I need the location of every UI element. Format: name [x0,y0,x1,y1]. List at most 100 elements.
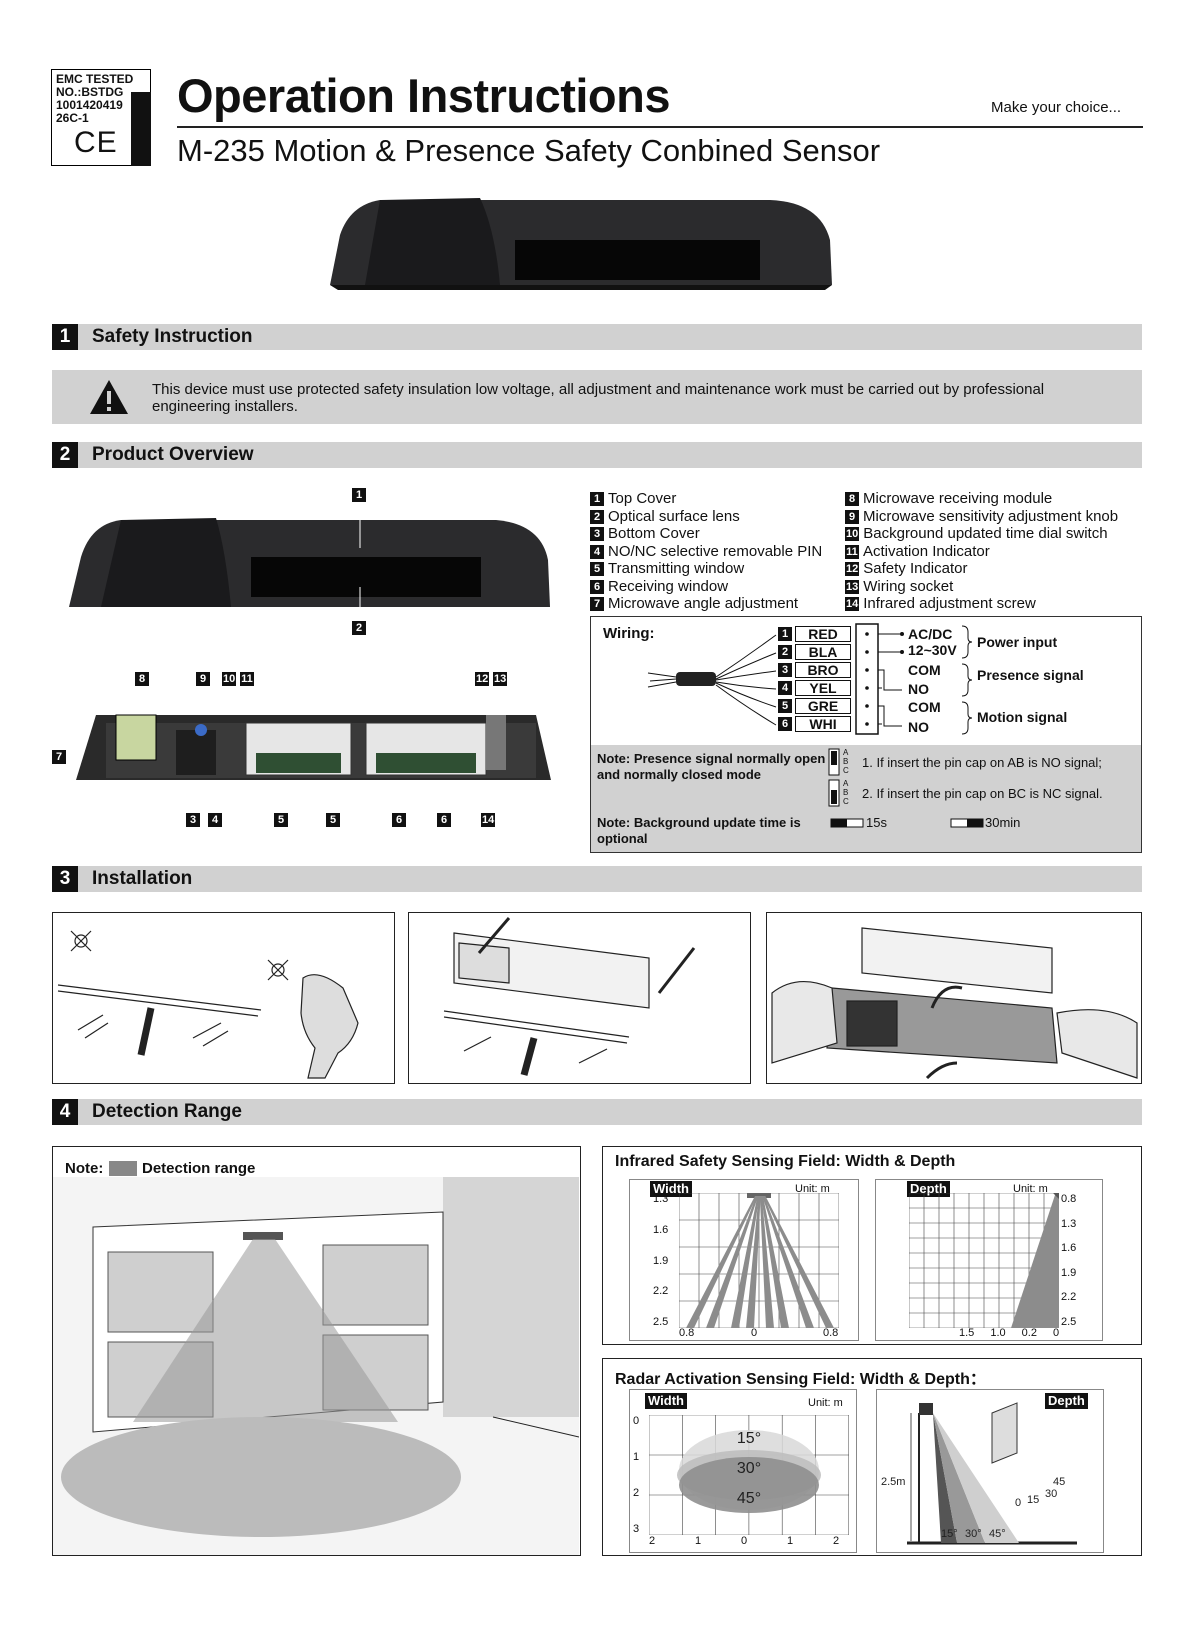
ir-beam [759,1196,774,1328]
wire-number: 1 [778,627,792,641]
screw-board-illustration [443,917,696,1076]
attach-cover-illustration [771,927,1138,1080]
angle-label: 45° [737,1490,761,1507]
tick-label: 1.3 [653,1193,669,1205]
wire-color: YEL [795,680,851,696]
wire-number: 5 [778,699,792,713]
ir-beam [686,1196,757,1328]
pin-note-1: 1. If insert the pin cap on AB is NO sig… [862,755,1102,770]
wire-color: BRO [795,662,851,678]
sensor-mark [1053,1193,1059,1199]
angle-label: 30° [737,1460,761,1477]
section-number: 1 [52,324,78,350]
radar-width-label: Width [645,1393,687,1409]
switch-30min-icon [950,818,984,828]
page-title: Operation Instructions [177,69,671,122]
terminal-block [855,623,904,735]
pin-bc-icon [828,779,840,807]
pin-ab-icon [828,748,840,776]
ir-width-unit: Unit: m [795,1183,830,1195]
height-label: 2.5m [881,1476,905,1488]
ir-title: Infrared Safety Sensing Field: Width & D… [615,1153,956,1170]
tick-label: 0 [741,1535,748,1547]
pin-note-2: 2. If insert the pin cap on BC is NC sig… [862,786,1103,801]
wire-color: RED [795,626,851,642]
terminal-label: NO [908,719,929,735]
radar-sensing-panel: Radar Activation Sensing Field: Width & … [602,1358,1142,1556]
section-overview-header: 2 Product Overview [52,442,1142,468]
angle-label: 30 [1045,1488,1057,1500]
tick-label: 3 [633,1523,640,1535]
background-note: Note: Background update time is optional [597,815,801,846]
angle-label: 15° [737,1430,761,1447]
angle-label: 15° [941,1528,958,1540]
ir-beam [763,1196,834,1328]
tick-label: 0 [751,1327,758,1339]
tick-label: 0.8 [1061,1193,1077,1205]
safety-text: This device must use protected safety in… [152,381,1045,415]
wire-number: 3 [778,663,792,677]
angle-label: 0 [1015,1497,1021,1509]
drill-illustration [57,930,359,1079]
product-overview-image [69,518,550,612]
install-step-1 [52,912,395,1084]
section-installation-header: 3 Installation [52,866,1142,892]
section-title: Detection Range [92,1101,242,1122]
radar-depth-frame [876,1389,1104,1553]
ir-depth-field [1011,1195,1059,1328]
tick-label: 1 [633,1451,640,1463]
tick-label: 1 [695,1535,702,1547]
tick-label: 1.0 [990,1327,1006,1339]
section-number: 3 [52,866,78,892]
wire-color: WHI [795,716,851,732]
warning-triangle-icon [90,380,128,414]
badge-line: NO.:BSTDG [56,85,124,99]
ir-width-frame [629,1179,859,1341]
callout-4: 4 [208,813,222,827]
radar-depth-label: Depth [1045,1393,1088,1409]
cable-drawing [647,634,777,726]
tick-label: 1.6 [653,1223,669,1236]
tick-label: 0.8 [679,1327,695,1339]
angle-label: 30° [965,1528,982,1540]
sensor-mark [919,1403,933,1415]
tick-label: 1.5 [959,1327,975,1339]
section-title: Safety Instruction [92,326,253,347]
tick-label: 2.2 [653,1285,669,1298]
tick-label: 2.2 [1061,1291,1077,1304]
section-title: Product Overview [92,444,254,465]
ir-depth-chart [909,1193,1059,1328]
ir-beam [731,1196,760,1328]
tick-label: 0 [633,1415,640,1427]
section-number: 2 [52,442,78,468]
angle-label: 45° [989,1528,1006,1540]
ir-depth-frame [875,1179,1103,1341]
tick-label: 0 [1053,1327,1060,1339]
sensor-side-view [991,1402,1018,1464]
time-15s: 15s [866,815,887,830]
tick-label: 2.5 [1061,1316,1077,1328]
tick-label: 1.9 [653,1254,669,1267]
wire-color: BLA [795,644,851,660]
tick-label: 2.5 [653,1316,669,1328]
radar-beam-45 [933,1413,1019,1543]
callout-1: 1 [352,488,366,502]
callout-5: 5 [274,813,288,827]
callout-3: 3 [186,813,200,827]
